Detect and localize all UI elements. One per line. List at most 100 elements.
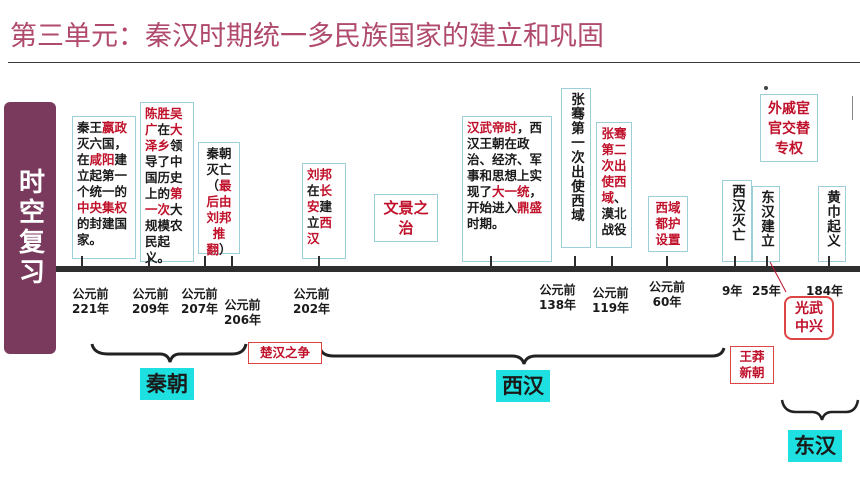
brace-donghan: [780, 399, 860, 421]
date-line: 207年: [181, 302, 219, 316]
date-line: 公元前: [132, 287, 169, 301]
text-red: 中央集权: [77, 200, 128, 215]
text-red: 汉武帝时: [467, 120, 518, 135]
date-label: 25年: [752, 284, 781, 299]
period-wangmang: 王莽新朝: [730, 346, 774, 384]
text-red: 第一次: [145, 186, 183, 217]
date-line: 公元前: [293, 287, 330, 301]
text: 的封建国家。: [77, 216, 128, 247]
brace-xihan: [318, 347, 726, 365]
event-liu-bang: 刘邦在长安建立西汉: [302, 163, 346, 259]
tick: [574, 256, 576, 270]
tick: [611, 256, 613, 270]
event-zhang-qian-first: 张骞第一次出使西域: [561, 88, 591, 248]
text: ，西汉王朝在政治、经济、军事和思想上实现了: [467, 120, 543, 199]
tick: [828, 256, 830, 270]
date-line: 119年: [592, 301, 630, 315]
text-red: 鼎盛: [517, 200, 543, 215]
tick: [318, 256, 320, 270]
text-red: 长安: [307, 183, 333, 214]
date-line: 公元前: [224, 298, 261, 312]
text-red: 大一统: [492, 184, 530, 199]
text-red: 大泽乡: [145, 122, 183, 153]
date-line: 138年: [539, 298, 577, 312]
event-qin-unify: 秦王嬴政灭六国，在咸阳建立起第一个统一的中央集权的封建国家。: [72, 116, 136, 259]
date-line: 202年: [293, 302, 331, 316]
era-xihan: 西汉: [496, 370, 550, 402]
tick: [666, 256, 668, 270]
text: 建立起第一个统一的: [77, 152, 128, 199]
date-label: 184年: [806, 284, 843, 299]
event-xihan-fall: 西汉灭亡: [722, 180, 752, 262]
brace-qin: [90, 343, 248, 363]
date-line: 221年: [72, 302, 110, 316]
decor-line: [852, 96, 853, 120]
era-donghan: 东汉: [788, 430, 842, 462]
date-line: 184年: [806, 284, 844, 298]
event-wenjing: 文景之治: [374, 194, 438, 242]
event-waiqi-huanguan: 外戚宦官交替专权: [760, 94, 818, 162]
event-huangjin-uprising: 黄巾起义: [818, 186, 846, 262]
text: 秦朝灭亡（: [206, 146, 232, 193]
text-red: 张骞第二次出使西域: [601, 126, 627, 205]
date-line: 25年: [752, 284, 781, 298]
text: 在: [157, 122, 171, 137]
text: ）: [219, 242, 232, 257]
date-line: 209年: [132, 302, 170, 316]
event-zhang-qian-second: 张骞第二次出使西域、漠北战役: [596, 122, 632, 248]
date-line: 公元前: [592, 286, 629, 300]
date-line: 公元前: [539, 283, 576, 297]
event-wudi: 汉武帝时，西汉王朝在政治、经济、军事和思想上实现了大一统，开始进入鼎盛时期。: [462, 116, 552, 262]
text-red: 西汉: [307, 215, 333, 246]
timeline-bar: [56, 266, 860, 272]
tick: [734, 256, 736, 270]
date-line: 公元前: [649, 280, 686, 294]
date-line: 公元前: [181, 287, 218, 301]
tick: [148, 256, 150, 270]
text: 、漠北战役: [601, 190, 627, 237]
text-red: 咸阳: [89, 152, 115, 167]
date-line: 60年: [652, 295, 682, 309]
text: 大规模农民起义。: [145, 202, 183, 265]
tick: [490, 256, 492, 270]
text: 在: [307, 183, 320, 198]
tick: [766, 256, 768, 270]
decor-dot: [764, 86, 768, 90]
title-divider: [8, 62, 860, 63]
text: 灭六国，在: [77, 136, 128, 167]
period-chuhan: 楚汉之争: [248, 342, 322, 364]
text: 建立: [307, 199, 333, 230]
page-title: 第三单元：秦汉时期统一多民族国家的建立和巩固: [10, 21, 604, 52]
connector-guangwu: [769, 261, 787, 293]
text-red: 最后由刘邦推翻: [206, 178, 232, 257]
date-label: 9年: [722, 284, 742, 299]
tick: [204, 256, 206, 270]
side-label: 时空复习: [4, 102, 56, 354]
tick: [81, 256, 83, 270]
text-red: 嬴政: [102, 120, 128, 135]
event-xiyu-protectorate: 西域都护设置: [648, 196, 688, 252]
text-red: 刘邦: [307, 167, 333, 182]
event-donghan-found: 东汉建立: [752, 186, 780, 262]
date-line: 公元前: [72, 287, 109, 301]
event-qin-fall: 秦朝灭亡（最后由刘邦推翻）: [198, 142, 240, 257]
text-red: 陈胜吴广: [145, 106, 183, 137]
period-guangwu: 光武中兴: [784, 296, 834, 340]
tick: [231, 256, 233, 270]
date-line: 9年: [722, 284, 743, 298]
text: ，开始进入: [467, 184, 543, 215]
text: 领导了中国历史上的: [145, 138, 183, 201]
text: 秦王: [77, 120, 103, 135]
event-chen-wu-uprising: 陈胜吴广在大泽乡领导了中国历史上的第一次大规模农民起义。: [140, 102, 194, 265]
text: 时期。: [467, 216, 505, 231]
date-line: 206年: [224, 313, 262, 327]
